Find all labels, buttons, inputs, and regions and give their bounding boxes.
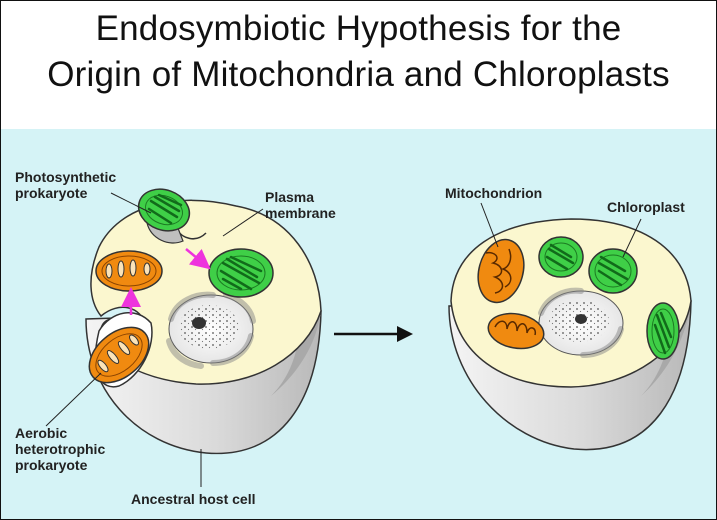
label-aerobic-prokaryote: Aerobic heterotrophic prokaryote <box>15 425 105 473</box>
leader-plasma <box>222 208 264 237</box>
label-photosynthetic-prokaryote: Photosynthetic prokaryote <box>15 169 116 201</box>
title-area: Endosymbiotic Hypothesis for the Origin … <box>1 1 716 127</box>
eukaryote-mitochondrion-bottom <box>487 312 545 350</box>
eukaryote-chloroplast-3 <box>646 302 680 360</box>
label-aerobic-line1: Aerobic <box>15 425 68 441</box>
aerobic-prokaryote <box>88 326 150 384</box>
leader-aerobic <box>45 372 102 427</box>
label-chloroplast: Chloroplast <box>607 199 685 215</box>
eukaryotic-cell <box>448 218 692 451</box>
eukaryote-chloroplast-1 <box>538 236 584 278</box>
leader-mitochondrion <box>480 202 499 248</box>
label-photosynthetic-line1: Photosynthetic <box>15 169 117 185</box>
label-mitochondrion: Mitochondrion <box>445 185 543 201</box>
label-aerobic-line2: heterotrophic <box>15 441 106 457</box>
eukaryote-nucleus <box>538 287 624 358</box>
eukaryote-mitochondrion-top <box>477 238 525 304</box>
label-ancestral-host-cell: Ancestral host cell <box>131 491 256 507</box>
host-chloroplast <box>208 248 274 298</box>
eukaryote-chloroplast-2 <box>588 248 638 294</box>
label-photosynthetic-line2: prokaryote <box>15 185 88 201</box>
photosynthetic-prokaryote <box>137 188 191 244</box>
label-plasma-line1: Plasma <box>265 189 315 205</box>
title-line-1: Endosymbiotic Hypothesis for the <box>95 9 622 48</box>
label-plasma-line2: membrane <box>265 205 336 221</box>
right-arrow-icon <box>334 326 413 342</box>
host-mitochondrion <box>95 250 163 292</box>
label-plasma-membrane: Plasma membrane <box>265 189 336 221</box>
magenta-arrow-diagonal <box>185 248 211 270</box>
label-aerobic-line3: prokaryote <box>15 457 88 473</box>
title-line-2: Origin of Mitochondria and Chloroplasts <box>47 55 670 94</box>
leader-chloroplast <box>622 218 642 258</box>
host-nucleus <box>166 291 256 369</box>
ancestral-host-cell <box>85 188 322 455</box>
leader-photosynthetic <box>110 192 152 214</box>
